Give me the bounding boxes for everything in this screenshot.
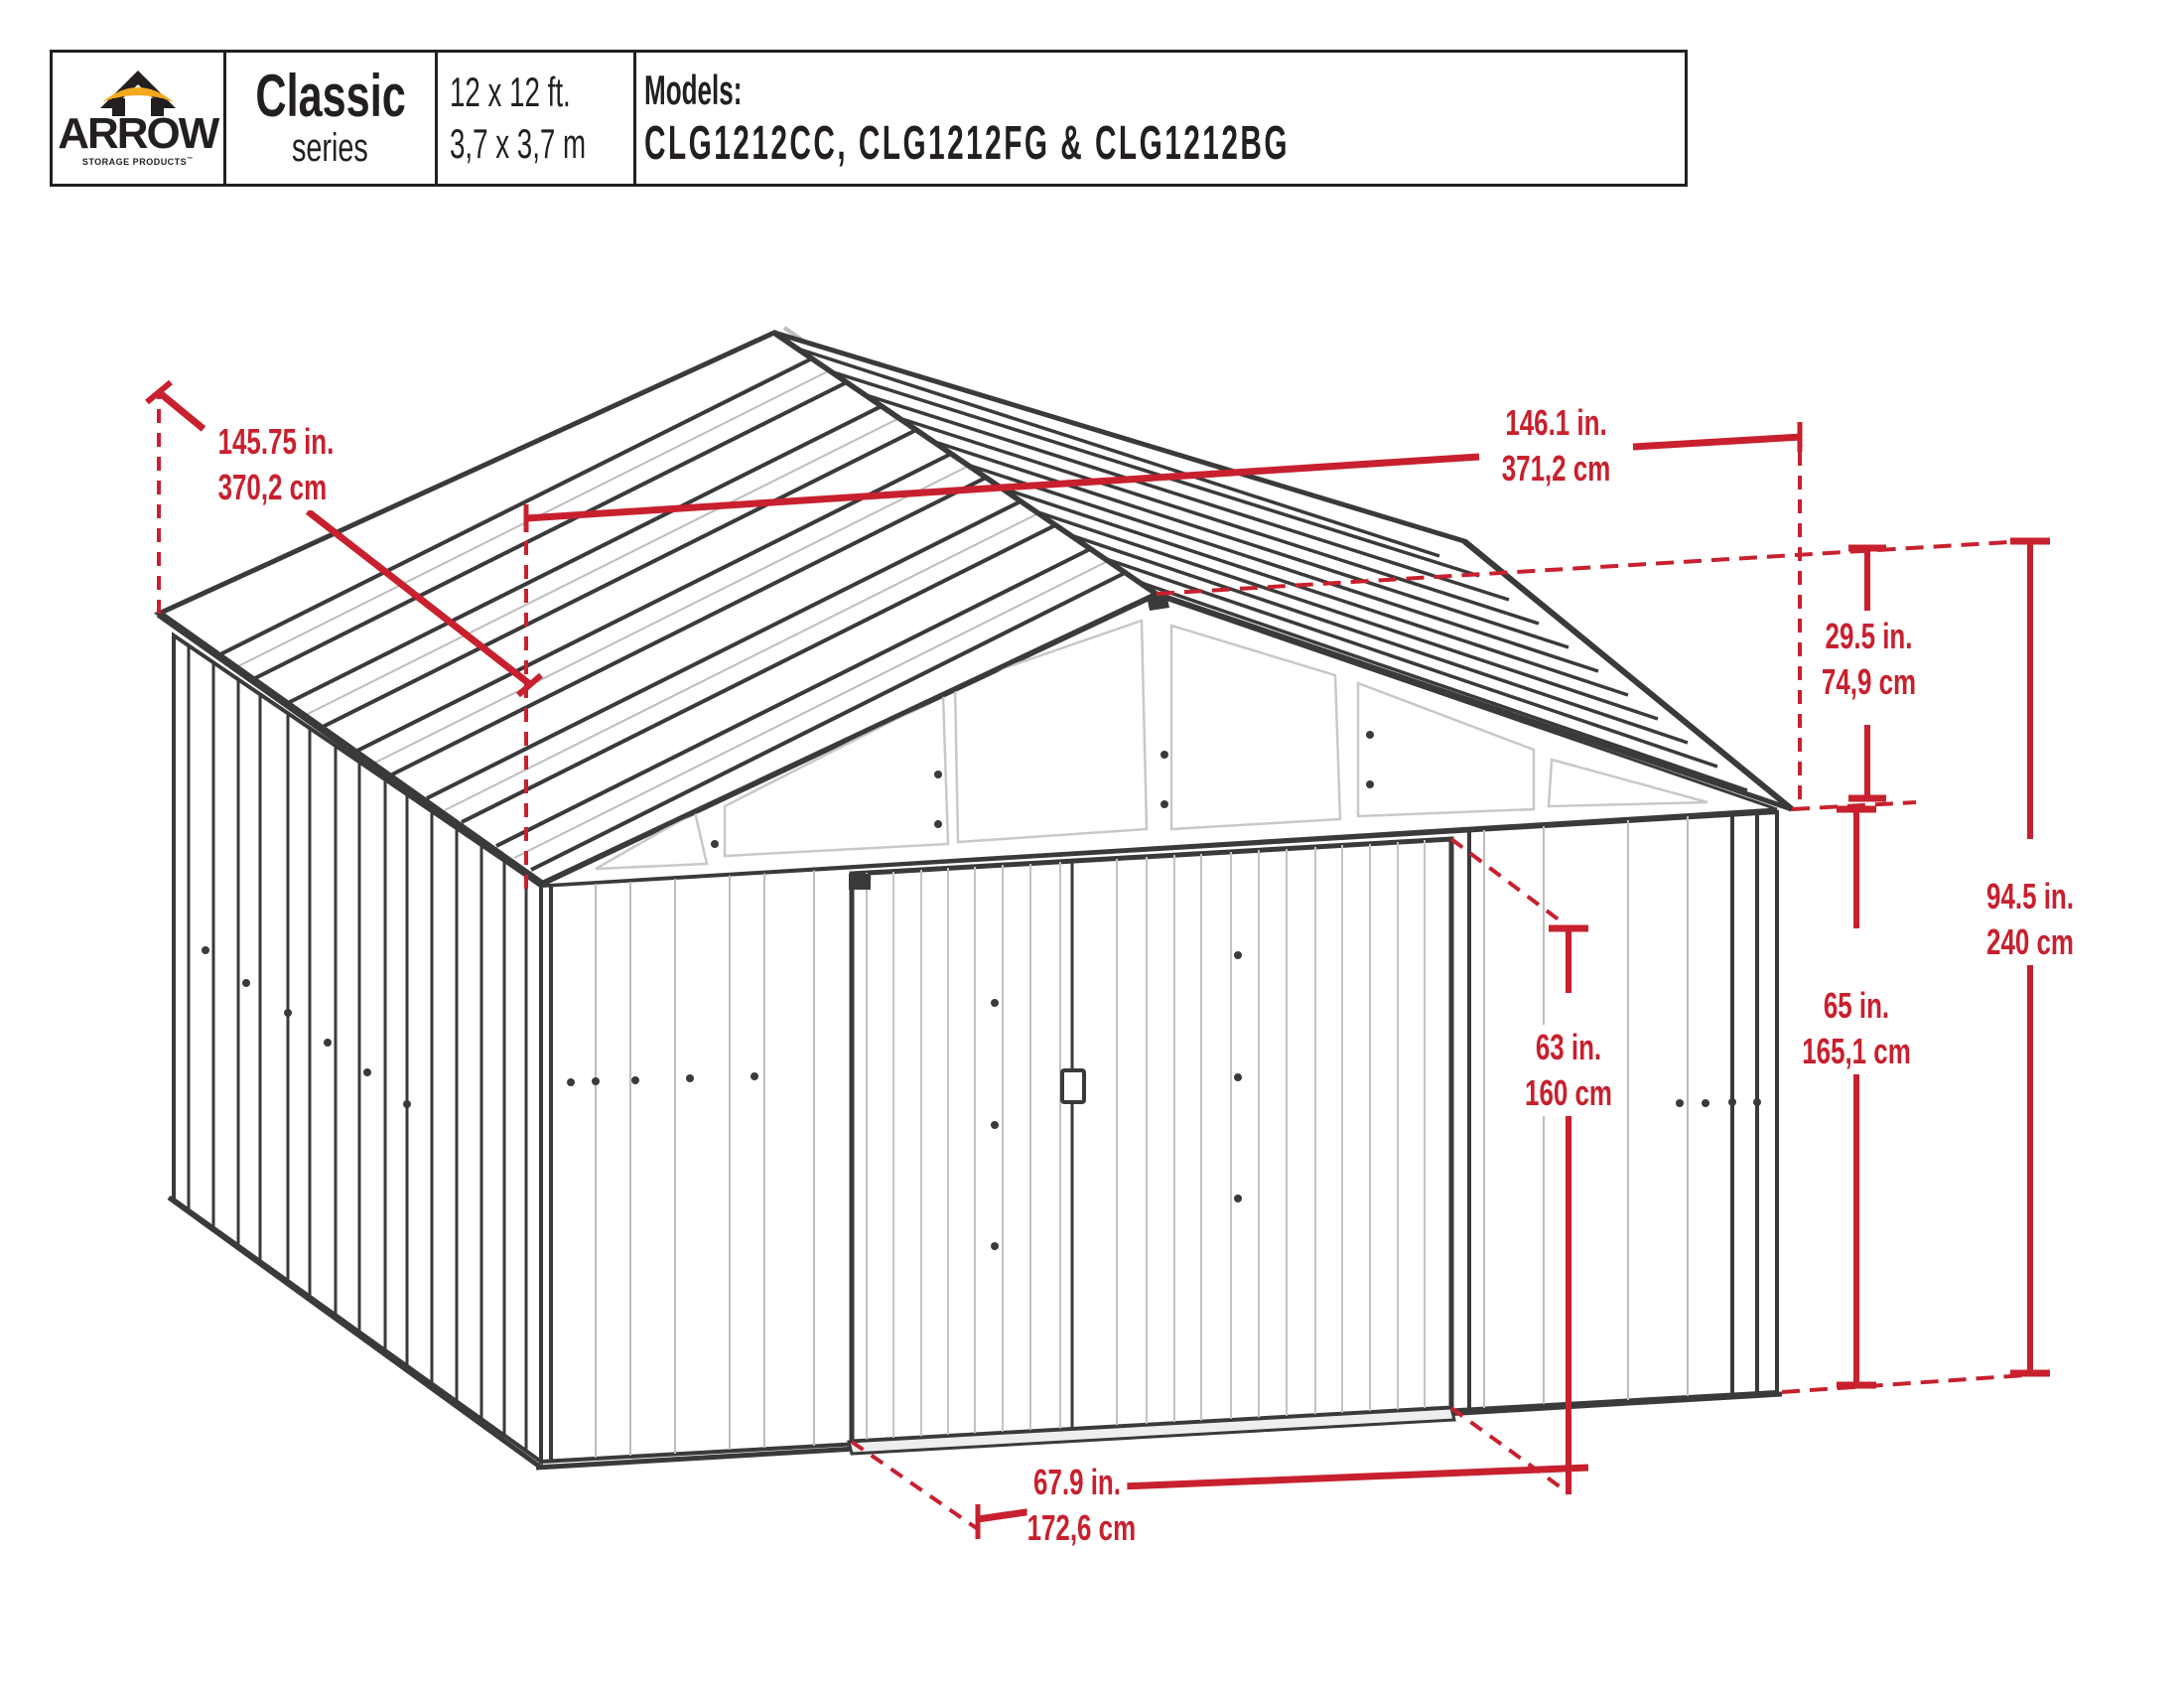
roof-left (154, 326, 1168, 888)
wall-rivets (202, 946, 1761, 1108)
dim-door-width-label: 67.9 in. 172,6 cm (1026, 1460, 1136, 1551)
models-label: Models: (643, 67, 743, 113)
size-cell: 12 x 12 ft. 3,7 x 3,7 m (438, 53, 636, 184)
brand-tagline: STORAGE PRODUCTS™ (81, 157, 194, 167)
series-subtitle: series (292, 126, 369, 170)
spec-header: ARROW STORAGE PRODUCTS™ Classic series 1… (50, 50, 1688, 187)
dim-width-label: 146.1 in. 371,2 cm (1500, 400, 1612, 492)
size-imperial: 12 x 12 ft. (449, 69, 571, 115)
house-roof-icon (99, 70, 176, 116)
models-cell: Models: CLG1212CC, CLG1212FG & CLG1212BG (636, 53, 1685, 184)
double-doors (847, 836, 1456, 1456)
door-latch-icon (849, 874, 871, 890)
door-threshold (847, 1406, 1456, 1456)
dimension-lines (145, 379, 2050, 1539)
dim-door-height-label: 63 in. 160 cm (1520, 1025, 1617, 1116)
front-gable (540, 594, 1778, 888)
dim-wall-height-label: 65 in. 165,1 cm (1795, 983, 1918, 1074)
dim-overall-height-label: 94.5 in. 240 cm (1979, 874, 2081, 965)
door-handle-icon (1060, 1068, 1086, 1104)
brand-name: ARROW (58, 109, 219, 158)
dim-gable-height-label: 29.5 in. 74,9 cm (1820, 614, 1918, 705)
dim-depth-label: 145.75 in. 370,2 cm (217, 419, 334, 510)
size-metric: 3,7 x 3,7 m (449, 120, 586, 167)
series-cell: Classic series (226, 53, 438, 184)
brand-logo: ARROW STORAGE PRODUCTS™ (53, 53, 226, 184)
series-title: Classic (254, 63, 406, 129)
models-list: CLG1212CC, CLG1212FG & CLG1212BG (643, 117, 1290, 170)
